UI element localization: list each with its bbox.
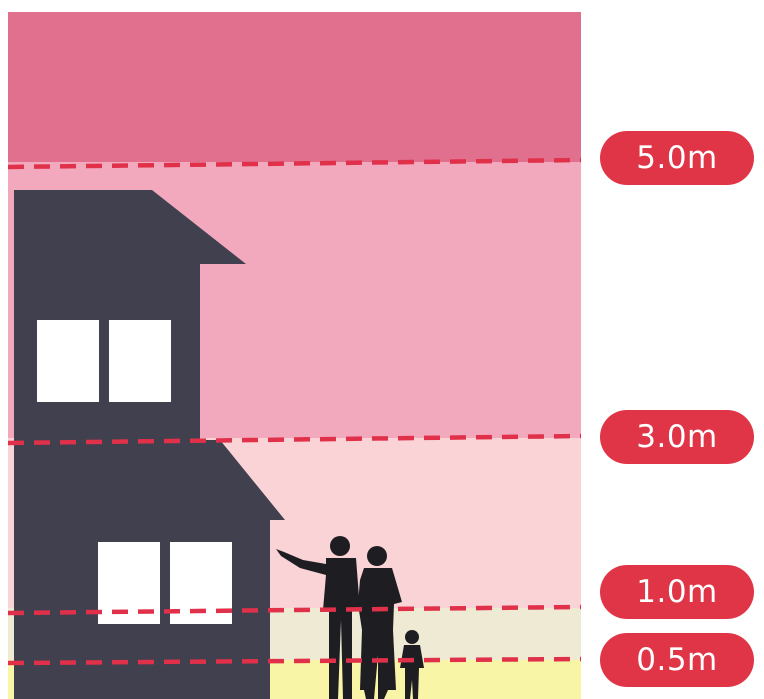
child-head bbox=[405, 630, 419, 644]
woman-head bbox=[367, 546, 387, 566]
zone-above-5m bbox=[8, 12, 581, 162]
depth-badge-5m: 5.0m bbox=[600, 131, 754, 185]
depth-badge-3m: 3.0m bbox=[600, 410, 754, 464]
window-upper-left bbox=[37, 320, 99, 402]
depth-badge-05m: 0.5m bbox=[600, 633, 754, 687]
man-head bbox=[330, 536, 350, 556]
window-upper-right bbox=[109, 320, 171, 402]
depth-badge-1m: 1.0m bbox=[600, 565, 754, 619]
